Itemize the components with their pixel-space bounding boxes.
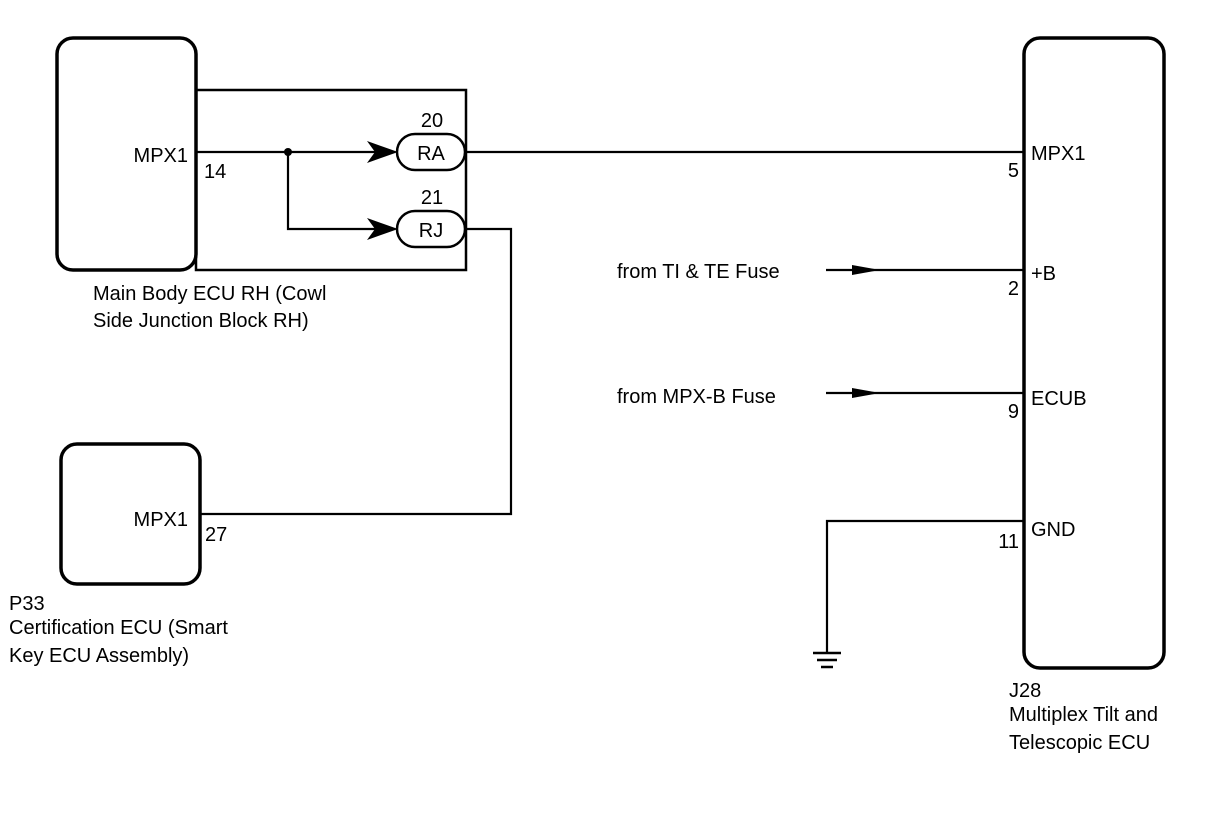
connector-rj-number: 21 [421, 187, 443, 209]
certification-ecu-box [59, 442, 202, 586]
certification-ecu-code: P33 [9, 593, 45, 615]
tilt-ecu-name-line1: Multiplex Tilt and [1009, 704, 1158, 726]
junction-block-frame [194, 88, 468, 272]
certification-ecu-pin-number: 27 [205, 524, 227, 546]
connector-ra-arrow [367, 141, 398, 163]
tilt-ecu-box [1022, 36, 1166, 670]
main-body-ecu-name-line1: Main Body ECU RH (Cowl [93, 283, 326, 305]
tilt-ecu-pin-mpx1-number: 5 [1008, 160, 1019, 182]
connector-rj-label: RJ [419, 220, 443, 242]
connector-ra-label: RA [417, 143, 445, 165]
main-body-ecu-name-line2: Side Junction Block RH) [93, 310, 309, 332]
ti-te-fuse-arrow [852, 265, 880, 275]
connector-rj-arrow [367, 218, 398, 240]
mpx-b-fuse-arrow [852, 388, 880, 398]
tilt-ecu-pin-gnd-label: GND [1031, 519, 1075, 541]
ground-icon [813, 651, 841, 669]
tilt-ecu-pin-ecub-number: 9 [1008, 401, 1019, 423]
wire-gnd [825, 519, 1024, 652]
tilt-ecu-pin-gnd-number: 11 [998, 531, 1019, 553]
certification-ecu-pin-label: MPX1 [134, 509, 188, 531]
main-body-ecu-pin-number: 14 [204, 161, 226, 183]
connector-ra-number: 20 [421, 110, 443, 132]
tilt-ecu-pin-b-number: 2 [1008, 278, 1019, 300]
wire-rj-to-certification [200, 227, 513, 516]
tilt-ecu-pin-mpx1-label: MPX1 [1031, 143, 1085, 165]
tilt-ecu-code: J28 [1009, 680, 1041, 702]
certification-ecu-name-line2: Key ECU Assembly) [9, 645, 189, 667]
tilt-ecu-pin-ecub-label: ECUB [1031, 388, 1087, 410]
main-body-ecu-pin-label: MPX1 [134, 145, 188, 167]
tilt-ecu-pin-b-label: +B [1031, 263, 1056, 285]
ti-te-fuse-label: from TI & TE Fuse [617, 261, 780, 283]
wire-splice-to-rj [286, 152, 376, 231]
mpx-b-fuse-label: from MPX-B Fuse [617, 386, 776, 408]
tilt-ecu-name-line2: Telescopic ECU [1009, 732, 1150, 754]
certification-ecu-name-line1: Certification ECU (Smart [9, 617, 228, 639]
